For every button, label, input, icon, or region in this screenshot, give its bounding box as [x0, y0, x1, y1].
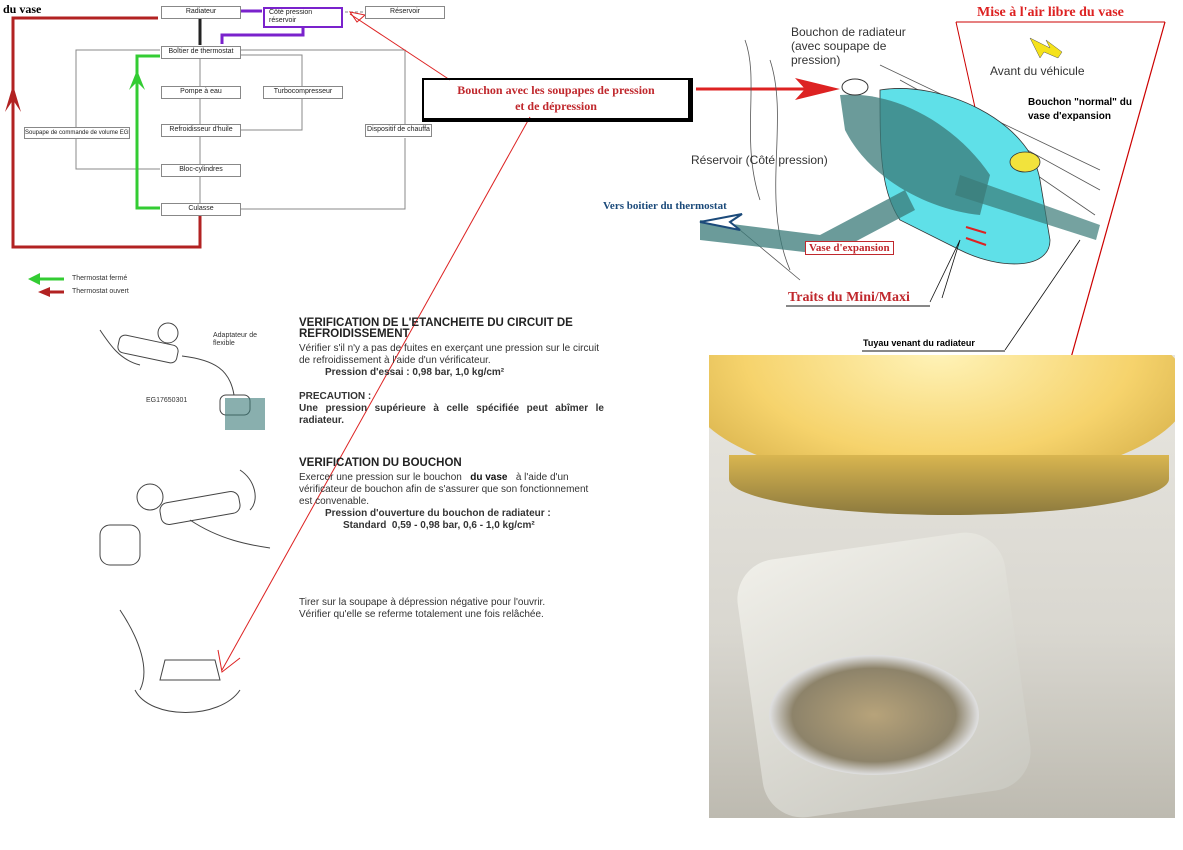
ref-label: EG17650301 [146, 397, 188, 404]
leak-check-section: VERIFICATION DE L'ETANCHEITE DU CIRCUIT … [299, 317, 604, 427]
callout-line2: et de dépression [515, 99, 597, 113]
prec-text: Une pression supérieure à celle spécifié… [299, 403, 604, 426]
avant-label: Avant du véhicule [990, 64, 1085, 78]
green-up-arrow [129, 70, 145, 90]
vent-opening [769, 655, 979, 775]
s2-std: Standard [343, 520, 387, 531]
reservoir-pression-label: Réservoir (Côté pression) [691, 153, 828, 167]
box-bloc: Bloc-cylindres [161, 164, 241, 177]
caps-callout: Bouchon avec les soupapes de pression et… [422, 78, 693, 122]
red-up-arrow [5, 85, 21, 112]
s2-title: VERIFICATION DU BOUCHON [299, 457, 462, 469]
du-vase-label: du vase [3, 2, 42, 16]
cap-photo [709, 355, 1175, 818]
vacuum-valve-section: Tirer sur la soupape à dépression négati… [299, 597, 604, 621]
box-chauffage: Dispositif de chauffa [365, 124, 432, 137]
vers-thermostat-label: Vers boitier du thermostat [603, 200, 727, 212]
s2-label: Pression d'ouverture du bouchon de radia… [325, 508, 551, 519]
thermostat-open-loop [11, 16, 202, 249]
traits-label: Traits du Mini/Maxi [788, 290, 910, 305]
bouchon-normal-label: Bouchon "normal" du vase d'expansion [1028, 97, 1132, 122]
legend-closed: Thermostat fermé [72, 275, 128, 282]
vase-label: Vase d'expansion [805, 241, 894, 255]
mise-air-label: Mise à l'air libre du vase [977, 5, 1124, 20]
s2-c: à l'aide d'un vérificateur de bouchon af… [299, 472, 589, 507]
box-refroidisseur: Refroidisseur d'huile [161, 124, 241, 137]
s1-value: 0,98 bar, 1,0 kg/cm² [412, 367, 505, 378]
callout-line1: Bouchon avec les soupapes de pression [457, 83, 655, 97]
cap-check-section: VERIFICATION DU BOUCHON Exercer une pres… [299, 457, 604, 532]
s3-line2: Vérifier qu'elle se referme totalement u… [299, 609, 544, 620]
s1-title: VERIFICATION DE L'ETANCHEITE DU CIRCUIT … [299, 317, 573, 340]
box-cote-pression: Côté pression réservoir [263, 7, 343, 28]
box-reservoir: Réservoir [365, 6, 445, 19]
s2-value: 0,59 - 0,98 bar, 0,6 - 1,0 kg/cm² [391, 520, 535, 531]
prec-title: PRECAUTION : [299, 391, 372, 402]
box-boitier-thermostat: Boîtier de thermostat [161, 46, 241, 59]
s2-a: Exercer une pression sur le bouchon [299, 472, 462, 483]
box-turbo: Turbocompresseur [263, 86, 343, 99]
box-egr: Soupape de commande de volume EGR [24, 127, 130, 139]
adaptateur-label: Adaptateur de flexible [213, 332, 257, 347]
legend-open: Thermostat ouvert [72, 288, 129, 295]
s1-text: Vérifier s'il n'y a pas de fuites en exe… [299, 343, 600, 366]
box-radiateur: Radiateur [161, 6, 241, 19]
s3-line1: Tirer sur la soupape à dépression négati… [299, 597, 546, 608]
box-pompe: Pompe à eau [161, 86, 241, 99]
s1-label: Pression d'essai : [325, 367, 410, 378]
tuyau-label: Tuyau venant du radiateur [863, 338, 975, 348]
bouchon-radiateur-label: Bouchon de radiateur (avec soupape de pr… [791, 25, 906, 67]
pressure-side-link [220, 9, 305, 44]
s2-b: du vase [470, 472, 508, 483]
box-culasse: Culasse [161, 203, 241, 216]
thermostat-closed-loop [135, 54, 160, 210]
